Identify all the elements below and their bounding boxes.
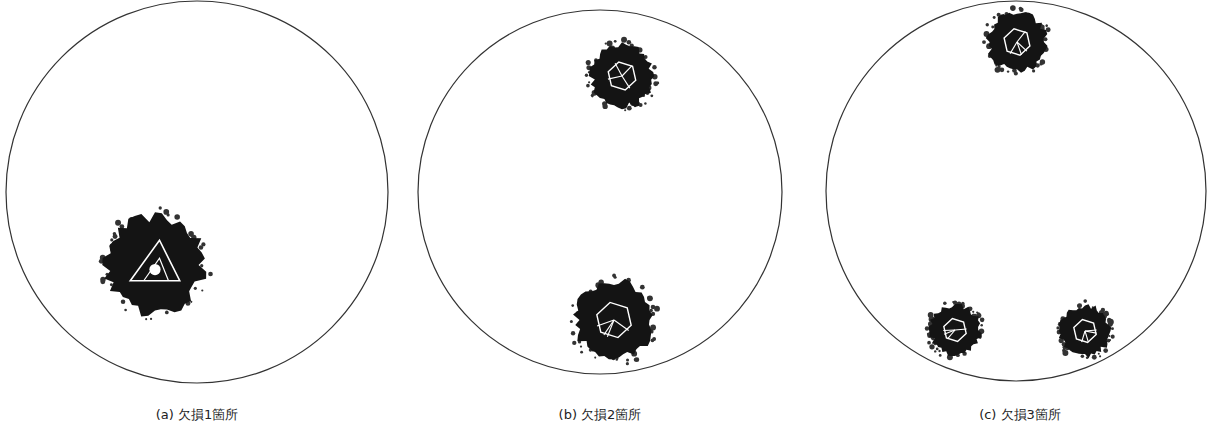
specimen-disc [418,10,782,374]
specimen-disc [6,1,388,383]
figure-caption: (b) 欠損2箇所 [559,406,642,424]
defect [925,300,985,360]
defect [99,206,213,320]
defect [585,37,659,111]
figure-caption: (a) 欠損1箇所 [156,406,239,424]
defect [570,274,660,366]
specimen-disc [826,1,1206,381]
defect [982,5,1051,75]
defect-group [99,5,1115,365]
defect [1056,299,1114,359]
figure-caption: (c) 欠損3箇所 [979,406,1061,424]
